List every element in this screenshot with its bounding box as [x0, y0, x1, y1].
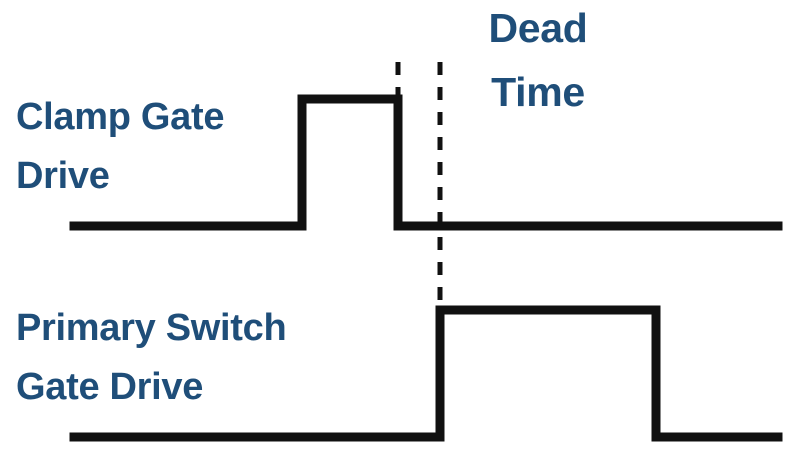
primary-switch-gate-drive-label-line1: Primary Switch [16, 307, 287, 349]
clamp-gate-drive-label-line1: Clamp Gate [16, 96, 225, 138]
dead-time-label: Dead Time [484, 8, 592, 113]
primary-switch-gate-drive-label-line2: Gate Drive [16, 366, 204, 408]
clamp-gate-drive-label: Clamp Gate Drive [16, 98, 224, 195]
dead-time-label-line1: Dead [488, 5, 588, 51]
clamp-gate-drive-label-line2: Drive [16, 155, 110, 197]
clamp-gate-drive-waveform [69, 94, 783, 231]
primary-switch-gate-drive-waveform [69, 305, 783, 442]
dead-time-label-line2: Time [491, 69, 585, 115]
primary-switch-gate-drive-label: Primary Switch Gate Drive [16, 307, 287, 408]
